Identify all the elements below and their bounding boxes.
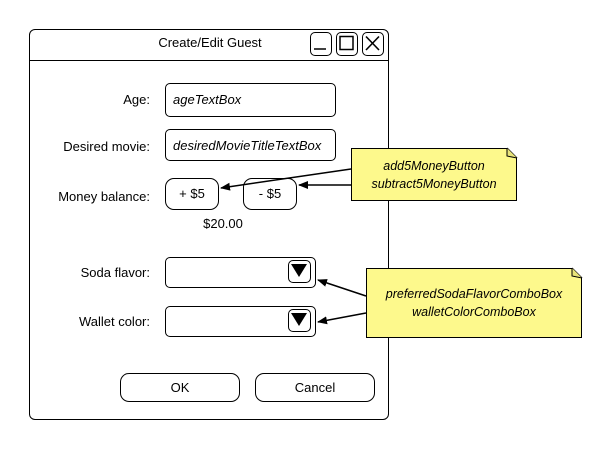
note-line-wallet-combobox: walletColorComboBox <box>412 305 536 319</box>
note-fold-flap <box>571 268 583 279</box>
maximize-button[interactable] <box>336 32 358 56</box>
close-icon <box>365 35 380 51</box>
note-fold-flap <box>506 148 518 159</box>
minimize-icon <box>314 48 326 50</box>
money-balance-value: $20.00 <box>203 216 243 231</box>
money-balance-label: Money balance: <box>58 189 150 204</box>
arrow-to-soda-combobox <box>317 279 367 297</box>
wallet-dropdown-button[interactable] <box>288 309 311 332</box>
arrow-to-wallet-combobox <box>317 312 367 325</box>
maximize-icon <box>339 35 354 51</box>
soda-dropdown-button[interactable] <box>288 260 311 283</box>
add-5-money-button[interactable]: + $5 <box>165 178 219 210</box>
soda-flavor-combobox[interactable] <box>165 257 316 288</box>
minimize-button[interactable] <box>310 32 332 56</box>
buttons-note: add5MoneyButton subtract5MoneyButton <box>351 148 517 201</box>
close-button[interactable] <box>362 32 384 56</box>
note-line-add5money: add5MoneyButton <box>383 158 485 173</box>
soda-flavor-label: Soda flavor: <box>80 265 150 280</box>
age-textbox[interactable]: ageTextBox <box>165 83 336 117</box>
window-title: Create/Edit Guest <box>158 35 262 50</box>
desired-movie-textbox[interactable]: desiredMovieTitleTextBox <box>165 129 336 161</box>
arrow-to-add-button <box>220 168 352 191</box>
note-line-subtract5money: subtract5MoneyButton <box>371 176 497 191</box>
cancel-button[interactable]: Cancel <box>255 373 375 402</box>
comboboxes-note: preferredSodaFlavorComboBox walletColorC… <box>366 268 582 338</box>
chevron-down-icon <box>291 264 307 277</box>
note-line-soda-combobox: preferredSodaFlavorComboBox <box>385 287 563 301</box>
desired-movie-label: Desired movie: <box>63 139 150 154</box>
titlebar-divider <box>29 60 389 61</box>
age-label: Age: <box>123 92 150 107</box>
chevron-down-icon <box>291 313 307 326</box>
wallet-color-combobox[interactable] <box>165 306 316 337</box>
wallet-color-label: Wallet color: <box>78 314 150 329</box>
ok-button[interactable]: OK <box>120 373 240 402</box>
